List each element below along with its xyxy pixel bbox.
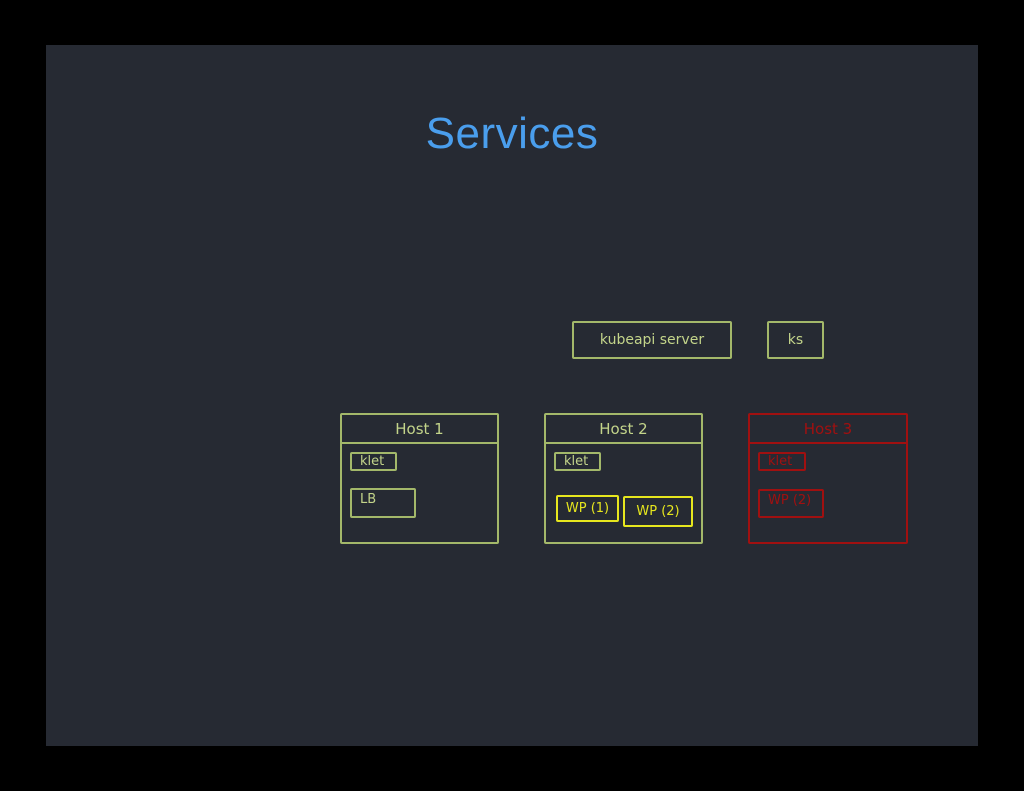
host-3-wp-2: WP (2) [758, 489, 824, 518]
host-1-lb-label: LB [360, 492, 377, 507]
host-2-wp-1-label: WP (1) [565, 501, 610, 516]
host-1: Host 1 klet LB [340, 413, 499, 544]
kubeapi-server-box: kubeapi server [572, 321, 732, 359]
host-3-klet: klet [758, 452, 806, 471]
host-3: Host 3 klet WP (2) [748, 413, 908, 544]
host-3-wp-2-label: WP (2) [768, 493, 812, 508]
host-2-klet: klet [554, 452, 601, 471]
host-3-label: Host 3 [803, 419, 853, 438]
ks-box: ks [767, 321, 824, 359]
host-3-klet-label: klet [768, 454, 793, 469]
host-2-wp-2-label: WP (2) [636, 504, 680, 519]
host-1-klet-label: klet [360, 454, 385, 469]
kubeapi-server-label: kubeapi server [599, 332, 705, 348]
host-1-klet: klet [350, 452, 397, 471]
host-1-label: Host 1 [395, 419, 444, 438]
ks-label: ks [787, 332, 804, 348]
host-2-label: Host 2 [599, 419, 648, 438]
slide: Services kubeapi server ks Host 1 klet L… [46, 45, 978, 746]
host-2-wp-1: WP (1) [556, 495, 619, 522]
host-2-klet-label: klet [564, 454, 589, 469]
slide-title: Services [425, 109, 599, 158]
host-3-header: Host 3 [750, 415, 906, 444]
host-2-wp-2: WP (2) [623, 496, 693, 527]
host-1-lb: LB [350, 488, 416, 518]
host-1-header: Host 1 [342, 415, 497, 444]
host-2: Host 2 klet WP (1) WP (2) [544, 413, 703, 544]
host-2-header: Host 2 [546, 415, 701, 444]
